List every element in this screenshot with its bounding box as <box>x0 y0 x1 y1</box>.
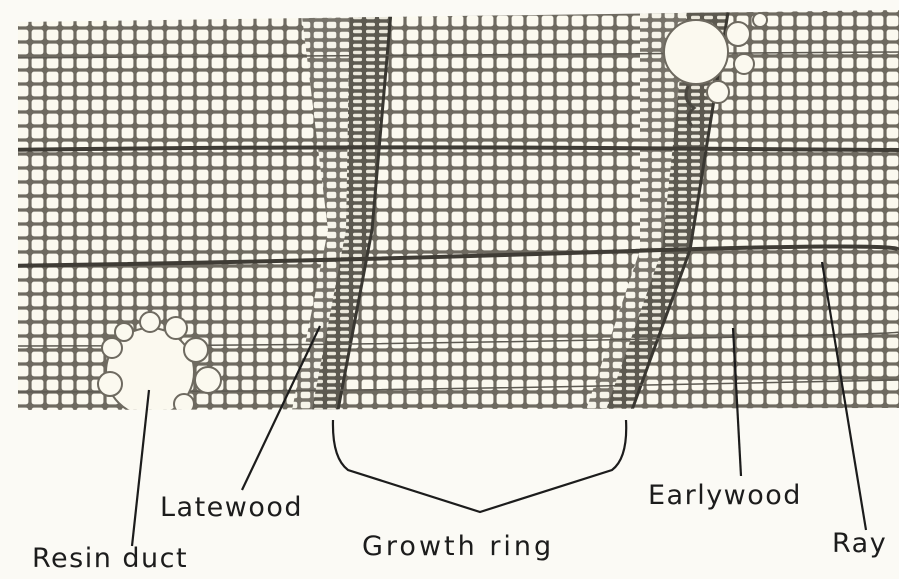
label-earlywood: Earlywood <box>648 482 802 509</box>
label-growth-ring: Growth ring <box>362 533 554 560</box>
label-resin-duct: Resin duct <box>32 545 188 572</box>
growth-ring-brace <box>333 420 626 512</box>
label-latewood: Latewood <box>160 494 303 521</box>
resin-duct-leader <box>132 390 149 546</box>
label-ray: Ray <box>832 530 887 557</box>
tissue-block <box>0 0 899 420</box>
